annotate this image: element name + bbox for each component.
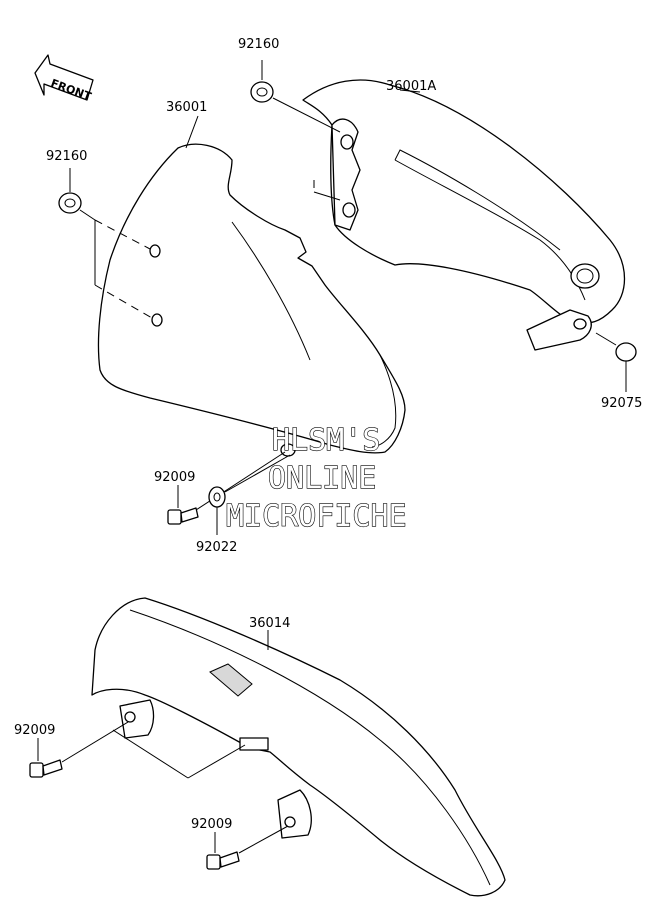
callout-92075: 92075 [601, 396, 642, 411]
bolt-92009-lower-left [29, 721, 246, 779]
callout-36014: 36014 [249, 616, 290, 631]
side-cover-36001a [302, 79, 626, 351]
watermark-line2: ONLINE [268, 461, 376, 496]
callout-92160-left: 92160 [46, 149, 87, 164]
washer-92022 [208, 454, 291, 535]
callout-36001a: 36001A [386, 79, 436, 94]
callout-92009-upper: 92009 [154, 470, 195, 485]
grommet-92160-left [58, 168, 153, 319]
callout-92009-lower-left: 92009 [14, 723, 55, 738]
watermark: HLSM'S ONLINE MICROFICHE [225, 422, 407, 534]
watermark-line1: HLSM'S [272, 423, 380, 458]
collar-92075 [595, 332, 637, 392]
callout-92160-top: 92160 [238, 37, 279, 52]
chain-cover-36014 [91, 597, 506, 897]
watermark-line3: MICROFICHE [226, 499, 407, 534]
bolt-92009-lower-mid [206, 825, 289, 870]
callout-36001: 36001 [166, 100, 207, 115]
side-cover-36001 [97, 143, 406, 457]
callout-92009-lower-mid: 92009 [191, 817, 232, 832]
callout-92022: 92022 [196, 540, 237, 555]
grommet-92160-top [250, 60, 341, 133]
front-arrow-icon: FRONT [34, 54, 94, 103]
